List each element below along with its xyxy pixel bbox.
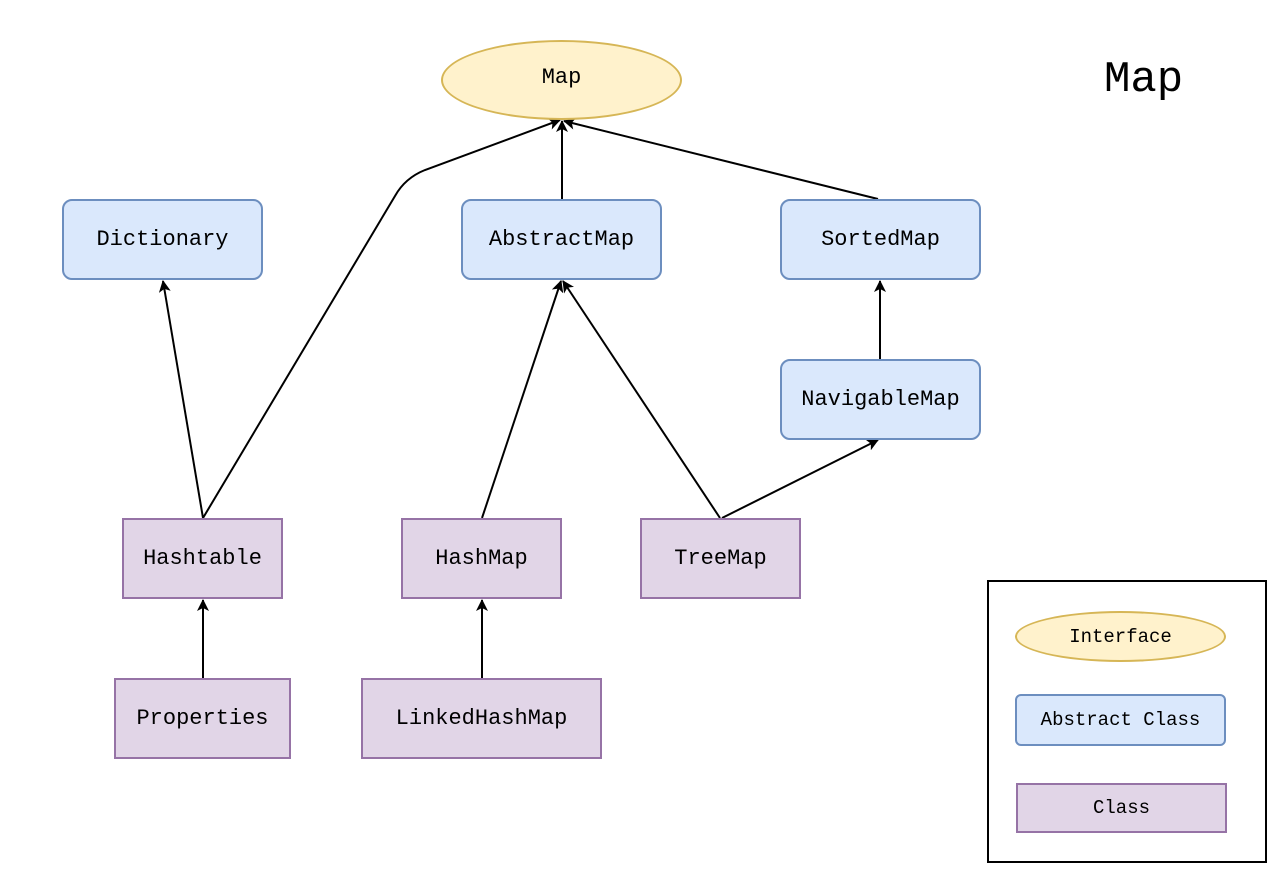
node-properties-label: Properties — [136, 706, 269, 731]
node-hashmap-label: HashMap — [435, 546, 528, 571]
node-linkedhashmap-label: LinkedHashMap — [395, 706, 568, 731]
node-navigablemap: NavigableMap — [780, 359, 981, 440]
node-navigablemap-label: NavigableMap — [801, 387, 960, 412]
node-hashtable-label: Hashtable — [143, 546, 262, 571]
edge-sortedmap-to-map — [563, 117, 879, 200]
legend-abstract-class: Abstract Class — [1015, 694, 1226, 746]
node-abstractmap-label: AbstractMap — [488, 227, 635, 252]
node-sortedmap: SortedMap — [780, 199, 981, 280]
edge-treemap-to-navigablemap — [721, 439, 879, 519]
node-treemap: TreeMap — [640, 518, 801, 599]
edge-hashtable-to-dictionary — [158, 280, 204, 519]
node-map: Map — [441, 40, 682, 120]
node-abstractmap: AbstractMap — [461, 199, 662, 280]
node-linkedhashmap: LinkedHashMap — [361, 678, 602, 759]
node-dictionary: Dictionary — [62, 199, 263, 280]
edge-hashmap-to-abstractmap — [481, 280, 564, 519]
legend-interface: Interface — [1015, 611, 1226, 662]
node-dictionary-label: Dictionary — [96, 227, 229, 252]
edge-treemap-to-abstractmap — [562, 280, 721, 519]
node-sortedmap-label: SortedMap — [821, 227, 940, 252]
legend-class-label: Class — [1092, 797, 1150, 819]
legend-class: Class — [1016, 783, 1227, 833]
node-treemap-label: TreeMap — [674, 546, 767, 571]
legend-interface-label: Interface — [1069, 625, 1172, 648]
edge-hashtable-to-map — [202, 118, 561, 519]
node-map-label: Map — [541, 64, 582, 90]
node-hashtable: Hashtable — [122, 518, 283, 599]
legend-abstract-class-label: Abstract Class — [1040, 709, 1201, 731]
node-properties: Properties — [114, 678, 291, 759]
diagram-title: Map — [1104, 55, 1184, 105]
node-hashmap: HashMap — [401, 518, 562, 599]
legend — [987, 580, 1267, 863]
